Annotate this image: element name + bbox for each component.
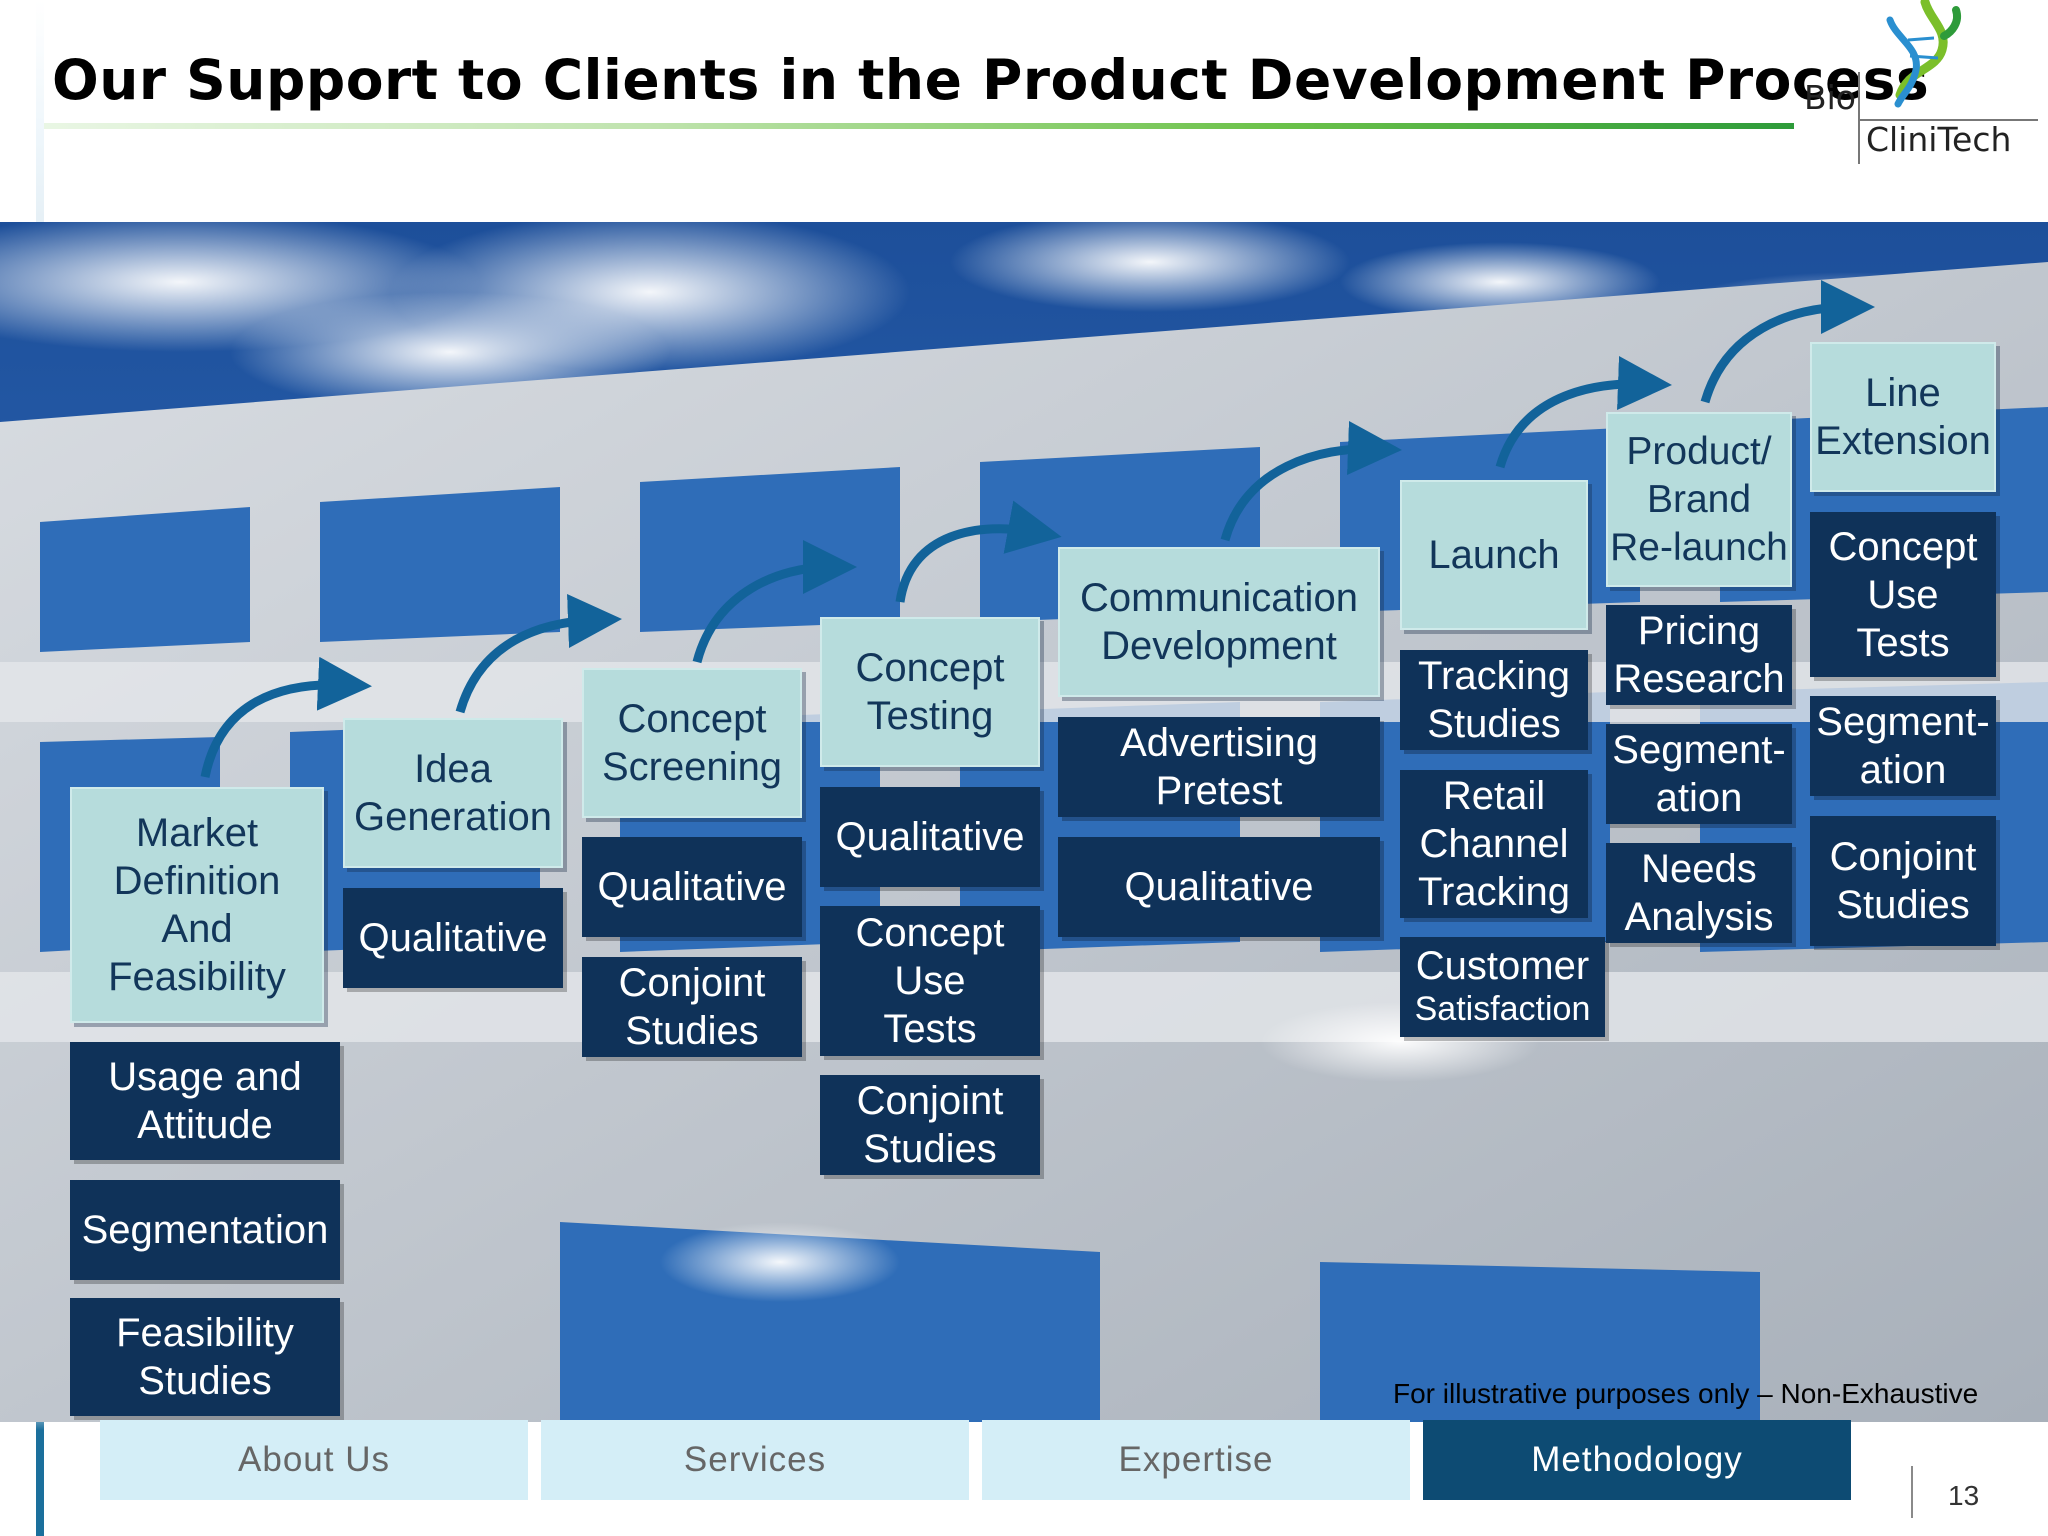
arrow-4	[895, 500, 1062, 603]
page-number: 13	[1948, 1480, 1980, 1511]
page-title: Our Support to Clients in the Product De…	[52, 48, 1930, 112]
method-qualitative: Qualitative	[820, 787, 1040, 887]
stage-product-brand-relaunch: Product/ Brand Re-launch	[1606, 412, 1792, 587]
stage-arrows	[200, 280, 1875, 778]
method-feasibility-studies: Feasibility Studies	[70, 1298, 340, 1416]
method-customer-satisfaction: Customer Satisfaction	[1400, 937, 1605, 1037]
arrow-2	[455, 594, 622, 714]
nav-tab-methodology[interactable]: Methodology	[1423, 1420, 1851, 1500]
arrow-6	[1495, 356, 1672, 469]
company-logo: Bio CliniTech	[1800, 0, 2040, 170]
arrow-7	[1700, 280, 1875, 404]
title-underline	[44, 123, 1794, 129]
stage-idea-generation: Idea Generation	[343, 718, 563, 868]
method-conjoint-studies: Conjoint Studies	[582, 957, 802, 1057]
method-conjoint-studies: Conjoint Studies	[820, 1075, 1040, 1175]
stage-line-extension: Line Extension	[1810, 342, 1996, 492]
nav-tab-expertise[interactable]: Expertise	[982, 1420, 1410, 1500]
building-background-image: Market Definition And Feasibility Usage …	[0, 222, 2048, 1422]
logo-text-clinitech: CliniTech	[1866, 120, 2012, 159]
method-retail-channel-tracking: Retail Channel Tracking	[1400, 770, 1588, 918]
method-conjoint-studies: Conjoint Studies	[1810, 816, 1996, 946]
nav-tab-about-us[interactable]: About Us	[100, 1420, 528, 1500]
method-usage-attitude: Usage and Attitude	[70, 1042, 340, 1160]
dna-helix-icon	[1886, 0, 1961, 108]
footnote-disclaimer: For illustrative purposes only – Non-Exh…	[1393, 1378, 1979, 1409]
logo-divider-horizontal	[1858, 119, 2038, 121]
method-needs-analysis: Needs Analysis	[1606, 843, 1792, 943]
method-segmentation: Segment- ation	[1810, 696, 1996, 796]
method-qualitative: Qualitative	[1058, 837, 1380, 937]
method-segmentation: Segment- ation	[1606, 724, 1792, 824]
method-qualitative: Qualitative	[343, 888, 563, 988]
stage-concept-testing: Concept Testing	[820, 617, 1040, 767]
arrow-1	[200, 656, 372, 778]
stage-concept-screening: Concept Screening	[582, 668, 802, 818]
stage-launch: Launch	[1400, 480, 1588, 630]
method-concept-use-tests: Concept Use Tests	[1810, 512, 1996, 677]
nav-tab-services[interactable]: Services	[541, 1420, 969, 1500]
page-number-divider	[1911, 1466, 1913, 1518]
stage-market-definition: Market Definition And Feasibility	[70, 787, 324, 1023]
method-advertising-pretest: Advertising Pretest	[1058, 717, 1380, 817]
arrow-3	[692, 540, 857, 664]
logo-divider-vertical	[1858, 72, 1860, 164]
stage-communication-development: Communication Development	[1058, 547, 1380, 697]
arrow-5	[1220, 421, 1402, 542]
method-qualitative: Qualitative	[582, 837, 802, 937]
method-segmentation: Segmentation	[70, 1180, 340, 1280]
customer-satisfaction-line2: Satisfaction	[1414, 990, 1591, 1028]
method-tracking-studies: Tracking Studies	[1400, 650, 1588, 750]
customer-satisfaction-line1: Customer	[1415, 944, 1590, 988]
method-concept-use-tests: Concept Use Tests	[820, 906, 1040, 1056]
method-pricing-research: Pricing Research	[1606, 605, 1792, 705]
logo-text-bio: Bio	[1804, 78, 1856, 117]
